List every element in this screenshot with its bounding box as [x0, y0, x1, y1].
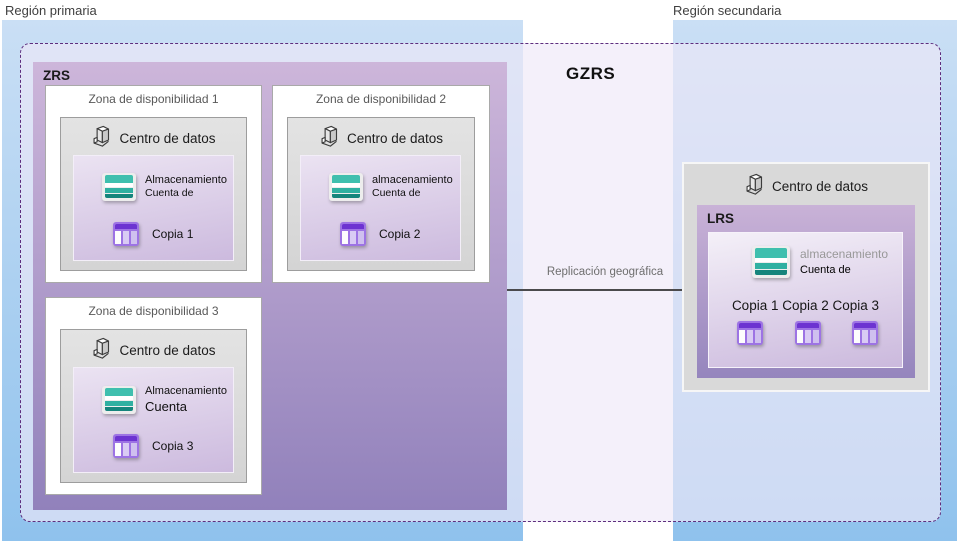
datacenter-box: Centro de datos Almacenamiento Cuenta	[60, 329, 247, 483]
datacenter-building-icon	[744, 173, 765, 199]
datacenter-box: Centro de datos Almacenamiento Cuenta de	[60, 117, 247, 271]
availability-zone-3: Zona de disponibilidad 3	[45, 297, 262, 495]
storage-panel: Almacenamiento Cuenta Copia 3	[73, 367, 234, 473]
copy-label: Copia 2	[379, 227, 421, 241]
secondary-datacenter-box: Centro de datos LRS almacenamiento Cuent…	[682, 162, 930, 392]
zone-title: Zona de disponibilidad 2	[315, 92, 447, 106]
zrs-box: ZRS Zona de disponibilidad 1	[33, 62, 507, 510]
storage-account-label-line2: Cuenta de	[372, 187, 421, 200]
secondary-region-label: Región secundaria	[673, 3, 782, 18]
datacenter-box: Centro de datos almacenamiento Cuenta de	[287, 117, 475, 271]
zrs-label: ZRS	[43, 68, 70, 83]
storage-account-label-line2: Cuenta de	[800, 263, 851, 276]
datacenter-label: Centro de datos	[119, 342, 216, 358]
geo-replication-label: Replicación geográfica	[546, 266, 664, 278]
storage-account-icon	[329, 173, 363, 201]
storage-account-label-line1: almacenamiento	[372, 173, 453, 186]
table-copy-icon	[737, 321, 763, 345]
gzrs-label: GZRS	[566, 64, 616, 83]
availability-zone-1: Zona de disponibilidad 1	[45, 85, 262, 283]
datacenter-label: Centro de datos	[119, 130, 216, 146]
zone-title: Zona de disponibilidad 3	[88, 304, 219, 318]
storage-panel: Almacenamiento Cuenta de Copia 1	[73, 155, 234, 261]
copy-label: Copia 1	[152, 227, 194, 241]
storage-account-label-line2: Cuenta de	[145, 187, 194, 200]
storage-account-icon	[102, 173, 136, 201]
datacenter-label: Centro de datos	[346, 130, 444, 146]
storage-account-label-line1: almacenamiento	[800, 247, 889, 261]
table-copy-icon	[113, 434, 139, 458]
primary-region-label: Región primaria	[5, 3, 97, 18]
zone-title: Zona de disponibilidad 1	[88, 92, 219, 106]
datacenter-label: Centro de datos	[771, 178, 869, 194]
geo-replication-arrow	[507, 289, 701, 291]
storage-account-icon	[752, 246, 790, 279]
copies-label: Copia 1 Copia 2 Copia 3	[731, 298, 880, 313]
datacenter-building-icon	[91, 125, 112, 151]
lrs-storage-panel: almacenamiento Cuenta de Copia 1 Copia 2…	[708, 232, 903, 368]
table-copy-icon	[340, 222, 366, 246]
availability-zone-2: Zona de disponibilidad 2	[272, 85, 490, 283]
lrs-box: LRS almacenamiento Cuenta de Copia 1 Cop…	[697, 205, 915, 378]
lrs-label: LRS	[707, 211, 734, 226]
storage-account-label-line1: Almacenamiento	[145, 173, 227, 186]
storage-account-label-line1: Almacenamiento	[145, 385, 227, 397]
storage-account-icon	[102, 386, 136, 414]
storage-account-label-line2: Cuenta	[145, 398, 187, 414]
table-copy-icon	[795, 321, 821, 345]
table-copy-icon	[113, 222, 139, 246]
table-copy-icon	[852, 321, 878, 345]
storage-panel: almacenamiento Cuenta de Copia 2	[300, 155, 461, 261]
datacenter-building-icon	[319, 125, 340, 151]
copy-label: Copia 3	[152, 439, 194, 453]
datacenter-building-icon	[91, 337, 112, 363]
